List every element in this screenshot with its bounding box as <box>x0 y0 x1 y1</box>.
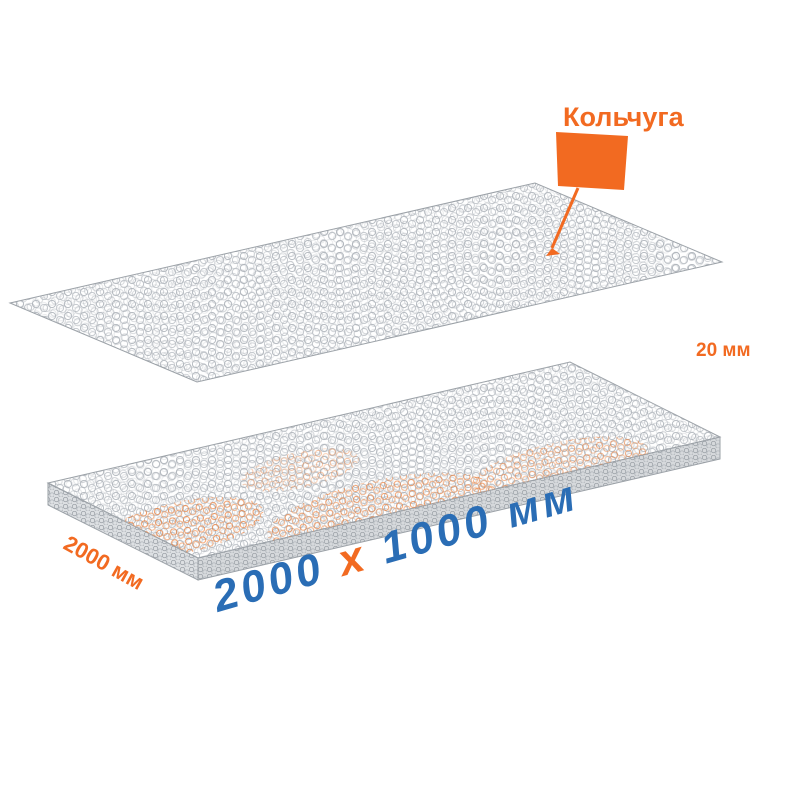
leader-line <box>550 187 580 249</box>
top-mesh-moire-overlay-2 <box>10 183 722 382</box>
bottom-mesh-left-side-texture <box>48 483 198 580</box>
callout-marker <box>556 132 628 190</box>
thickness-dimension-label: 20 мм <box>696 340 751 361</box>
callout-label: Кольчуга <box>563 102 685 132</box>
top-mesh-sheet <box>8 182 724 383</box>
bottom-mesh-sheet <box>46 361 722 581</box>
leader-arrowhead-icon <box>546 248 560 256</box>
callout: Кольчуга <box>546 102 685 256</box>
bottom-mesh-front-side-texture <box>198 437 720 580</box>
